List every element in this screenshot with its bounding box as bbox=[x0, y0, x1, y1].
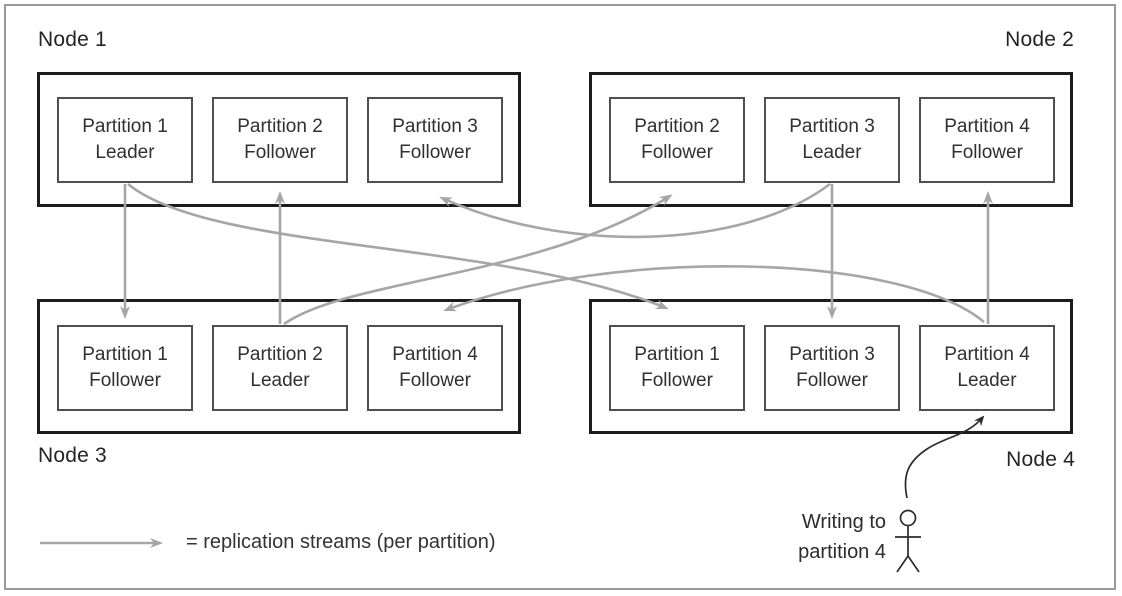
partition-role: Leader bbox=[250, 370, 310, 391]
partition-name: Partition 3 bbox=[789, 344, 875, 365]
partition-name: Partition 2 bbox=[237, 116, 323, 137]
partition-box-n1-p2-follower: Partition 2 Follower bbox=[212, 97, 348, 183]
partition-role: Follower bbox=[796, 370, 868, 391]
partition-name: Partition 1 bbox=[82, 116, 168, 137]
partition-name: Partition 4 bbox=[944, 344, 1030, 365]
partition-role: Leader bbox=[802, 142, 862, 163]
partition-name: Partition 2 bbox=[634, 116, 720, 137]
partition-role: Follower bbox=[641, 142, 713, 163]
partition-name: Partition 3 bbox=[789, 116, 875, 137]
outer-frame bbox=[4, 4, 1116, 590]
node1-label: Node 1 bbox=[38, 28, 107, 51]
partition-name: Partition 1 bbox=[634, 344, 720, 365]
partition-role: Follower bbox=[399, 142, 471, 163]
partition-name: Partition 4 bbox=[392, 344, 478, 365]
partition-name: Partition 1 bbox=[82, 344, 168, 365]
partition-name: Partition 4 bbox=[944, 116, 1030, 137]
legend-label: = replication streams (per partition) bbox=[186, 531, 496, 553]
partition-role: Follower bbox=[399, 370, 471, 391]
partition-role: Follower bbox=[244, 142, 316, 163]
partition-role: Follower bbox=[89, 370, 161, 391]
partition-box-n2-p3-leader: Partition 3 Leader bbox=[764, 97, 900, 183]
node2-label: Node 2 bbox=[1005, 28, 1074, 51]
partition-box-n2-p4-follower: Partition 4 Follower bbox=[919, 97, 1055, 183]
partition-role: Leader bbox=[95, 142, 155, 163]
partition-box-n4-p1-follower: Partition 1 Follower bbox=[609, 325, 745, 411]
partition-box-n2-p2-follower: Partition 2 Follower bbox=[609, 97, 745, 183]
write-annotation-line2: partition 4 bbox=[798, 541, 886, 563]
partition-box-n1-p1-leader: Partition 1 Leader bbox=[57, 97, 193, 183]
partition-name: Partition 3 bbox=[392, 116, 478, 137]
partition-box-n1-p3-follower: Partition 3 Follower bbox=[367, 97, 503, 183]
partition-box-n3-p1-follower: Partition 1 Follower bbox=[57, 325, 193, 411]
partition-role: Leader bbox=[957, 370, 1017, 391]
node4-label: Node 4 bbox=[1006, 448, 1075, 471]
node3-label: Node 3 bbox=[38, 444, 107, 467]
write-annotation: Writing to partition 4 bbox=[798, 507, 886, 567]
partition-box-n3-p2-leader: Partition 2 Leader bbox=[212, 325, 348, 411]
partition-role: Follower bbox=[641, 370, 713, 391]
partition-box-n4-p4-leader: Partition 4 Leader bbox=[919, 325, 1055, 411]
partition-box-n4-p3-follower: Partition 3 Follower bbox=[764, 325, 900, 411]
partition-role: Follower bbox=[951, 142, 1023, 163]
partition-box-n3-p4-follower: Partition 4 Follower bbox=[367, 325, 503, 411]
partition-name: Partition 2 bbox=[237, 344, 323, 365]
write-annotation-line1: Writing to bbox=[801, 511, 886, 533]
